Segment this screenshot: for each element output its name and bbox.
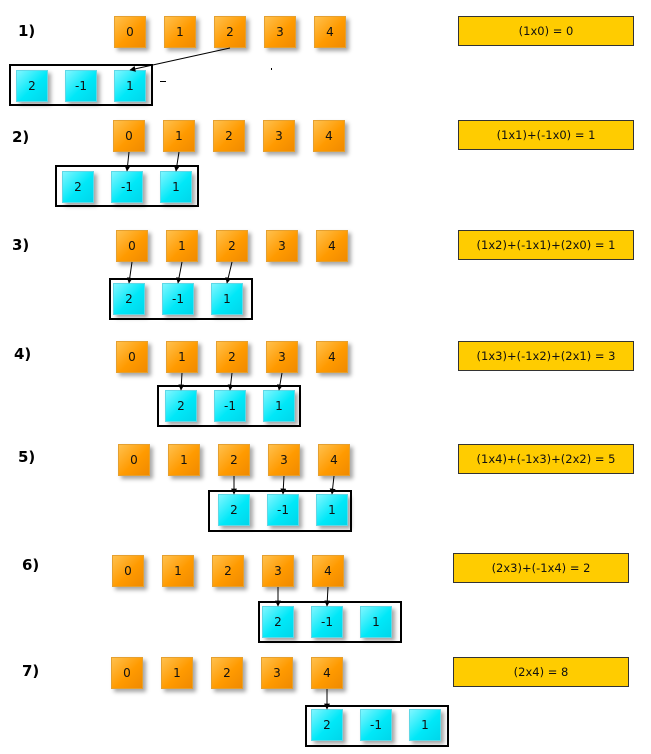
step-6-kernel-cell-2: 1 (360, 606, 392, 638)
step-2-label: 2) (12, 128, 30, 146)
step-5-input-cell-2: 2 (218, 444, 250, 476)
step-6-input-cell-1: 1 (162, 555, 194, 587)
step-1-result: (1x0) = 0 (458, 16, 634, 46)
step-6-kernel-cell-0: 2 (262, 606, 294, 638)
step-6-input-cell-0: 0 (112, 555, 144, 587)
step-2-arrow-0 (124, 151, 131, 172)
step-7-input-cell-1: 1 (161, 657, 193, 689)
step-1-input-cell-3: 3 (264, 16, 296, 48)
step-2-arrow-1 (173, 151, 180, 172)
step-1-kernel-cell-1: -1 (65, 70, 97, 102)
step-5-input-cell-1: 1 (168, 444, 200, 476)
step-3-input-cell-3: 3 (266, 230, 298, 262)
step-1-kernel-cell-0: 2 (16, 70, 48, 102)
step-7-result: (2x4) = 8 (453, 657, 629, 687)
step-7-kernel-cell-2: 1 (409, 709, 441, 741)
step-2-input-cell-2: 2 (213, 120, 245, 152)
step-7-input-cell-4: 4 (311, 657, 343, 689)
step-5-arrow-2 (329, 475, 336, 495)
step-3-input-cell-1: 1 (166, 230, 198, 262)
step-7-input-cell-0: 0 (111, 657, 143, 689)
step-6-input-cell-3: 3 (262, 555, 294, 587)
step-3-arrow-2 (225, 261, 233, 284)
step-3-input-cell-0: 0 (116, 230, 148, 262)
step-2-input-cell-1: 1 (163, 120, 195, 152)
step-6-result: (2x3)+(-1x4) = 2 (453, 553, 629, 583)
stray-mark (271, 68, 272, 70)
step-4-input-cell-0: 0 (116, 341, 148, 373)
step-6-label: 6) (22, 556, 40, 574)
step-2-kernel-cell-0: 2 (62, 171, 94, 203)
step-1-input-cell-0: 0 (114, 16, 146, 48)
step-1-input-cell-1: 1 (164, 16, 196, 48)
step-5-kernel-cell-2: 1 (316, 494, 348, 526)
step-3-input-cell-2: 2 (216, 230, 248, 262)
step-4-input-cell-3: 3 (266, 341, 298, 373)
step-7-label: 7) (22, 662, 40, 680)
step-7-input-cell-2: 2 (211, 657, 243, 689)
stray-mark (160, 81, 166, 82)
step-4-input-cell-1: 1 (166, 341, 198, 373)
step-1-arrow-0 (129, 47, 231, 72)
step-3-arrow-0 (126, 261, 133, 284)
step-6-input-cell-2: 2 (212, 555, 244, 587)
step-1-input-cell-4: 4 (314, 16, 346, 48)
step-5-input-cell-4: 4 (318, 444, 350, 476)
step-5-kernel-frame (208, 490, 352, 532)
step-5-input-cell-0: 0 (118, 444, 150, 476)
step-1-input-cell-2: 2 (214, 16, 246, 48)
step-2-kernel-cell-1: -1 (111, 171, 143, 203)
step-2-kernel-cell-2: 1 (160, 171, 192, 203)
step-2-input-cell-4: 4 (313, 120, 345, 152)
step-4-arrow-2 (276, 372, 283, 391)
step-3-result: (1x2)+(-1x1)+(2x0) = 1 (458, 230, 634, 260)
step-5-kernel-cell-1: -1 (267, 494, 299, 526)
step-7-input-cell-3: 3 (261, 657, 293, 689)
step-1-kernel-frame (9, 64, 153, 106)
step-7-kernel-frame (305, 705, 449, 747)
step-3-input-cell-4: 4 (316, 230, 348, 262)
step-4-input-cell-4: 4 (316, 341, 348, 373)
step-4-label: 4) (14, 345, 32, 363)
step-5-input-cell-3: 3 (268, 444, 300, 476)
step-7-kernel-cell-1: -1 (360, 709, 392, 741)
step-4-arrow-0 (178, 372, 185, 391)
step-2-result: (1x1)+(-1x0) = 1 (458, 120, 634, 150)
step-5-label: 5) (18, 448, 36, 466)
step-4-result: (1x3)+(-1x2)+(2x1) = 3 (458, 341, 634, 371)
step-1-label: 1) (18, 22, 36, 40)
step-3-kernel-cell-0: 2 (113, 283, 145, 315)
step-5-result: (1x4)+(-1x3)+(2x2) = 5 (458, 444, 634, 474)
step-4-input-cell-2: 2 (216, 341, 248, 373)
step-6-input-cell-4: 4 (312, 555, 344, 587)
step-2-input-cell-0: 0 (113, 120, 145, 152)
step-5-arrow-1 (280, 475, 287, 495)
step-3-arrow-1 (176, 261, 183, 284)
step-2-input-cell-3: 3 (263, 120, 295, 152)
step-4-arrow-1 (227, 372, 234, 391)
step-3-label: 3) (12, 236, 30, 254)
step-6-arrow-1 (324, 586, 331, 607)
